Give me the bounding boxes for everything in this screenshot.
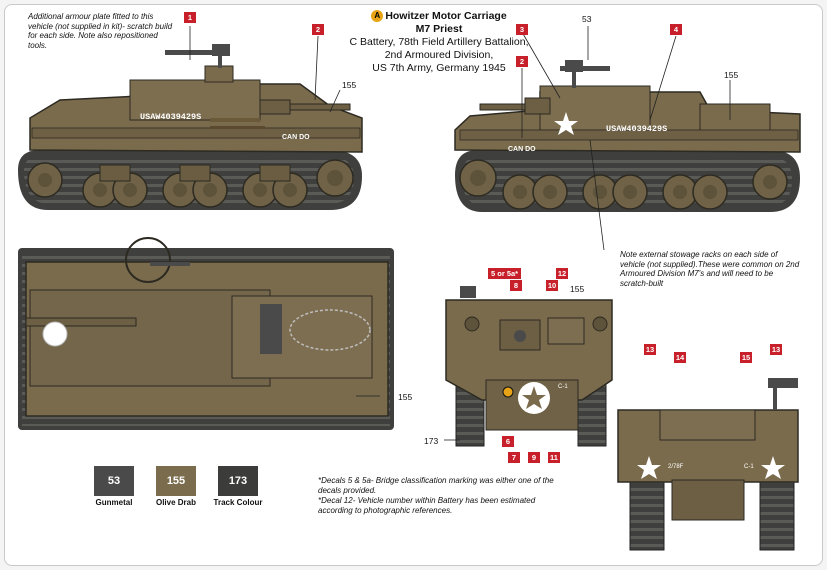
decal-tag-15: 15 [740,352,752,363]
right-side-view [454,60,801,212]
decal-note-1: *Decals 5 & 5a- Bridge classification ma… [318,476,554,495]
swatch-olive-drab-label: Olive Drab [155,498,196,507]
unit-line-2: 2nd Armoured Division, [384,49,494,61]
rear-view [617,378,799,551]
decal-tag-12: 12 [556,268,568,279]
unit-line-3: US 7th Army, Germany 1945 [372,62,506,74]
vehicle-type-text: Howitzer Motor Carriage [385,10,507,22]
left-serial: USAW4039429S [140,112,202,122]
right-name: CAN DO [508,146,536,153]
decal-tag-6: 6 [502,436,514,447]
vehicle-name: M7 Priest [415,23,463,35]
decal-tag-10: 10 [546,280,558,291]
scheme-badge: A [371,10,384,22]
decal-tag-4: 4 [670,24,682,35]
top-view [18,237,394,430]
right-serial: USAW4039429S [606,124,668,134]
decal-tag-14: 14 [674,352,686,363]
leader-lines [189,26,731,441]
decal-tag-11: 11 [548,452,560,463]
decal-tag-13-right: 13 [770,344,782,355]
left-side-view [18,44,363,210]
decal-tag-1: 1 [184,12,196,23]
front-view [445,286,613,447]
front-code: C-1 [558,384,568,390]
decal-tag-7: 7 [508,452,520,463]
swatch-gunmetal: 53 [94,466,134,496]
callout-155-front: 155 [570,284,585,294]
swatch-gunmetal-label: Gunmetal [95,498,133,507]
decal-tag-2: 2 [312,24,324,35]
rear-code-left: 2/78F [668,464,684,470]
swatch-olive-drab: 155 [156,466,196,496]
decal-tag-2b: 2 [516,56,528,67]
rear-code-right: C-1 [744,464,754,470]
decal-tag-3: 3 [516,24,528,35]
decal-tag-8: 8 [510,280,522,291]
decal-tag-9: 9 [528,452,540,463]
swatch-track: 173 [218,466,258,496]
callout-155-top: 155 [398,392,413,402]
callout-53: 53 [582,14,592,24]
callout-173: 173 [424,436,439,446]
left-name: CAN DO [282,134,310,141]
unit-line-1: C Battery, 78th Field Artillery Battalio… [349,36,529,48]
swatch-track-label: Track Colour [213,498,263,507]
stowage-note: Note external stowage racks on each side… [620,250,800,288]
decal-tag-13-left: 13 [644,344,656,355]
callout-155-right: 155 [724,70,739,80]
callout-155-left: 155 [342,80,357,90]
decal-tag-5: 5 or 5a* [488,268,522,279]
decal-note-2: *Decal 12- Vehicle number within Battery… [318,496,536,515]
armour-note: Additional armour plate fitted to this v… [28,12,173,50]
